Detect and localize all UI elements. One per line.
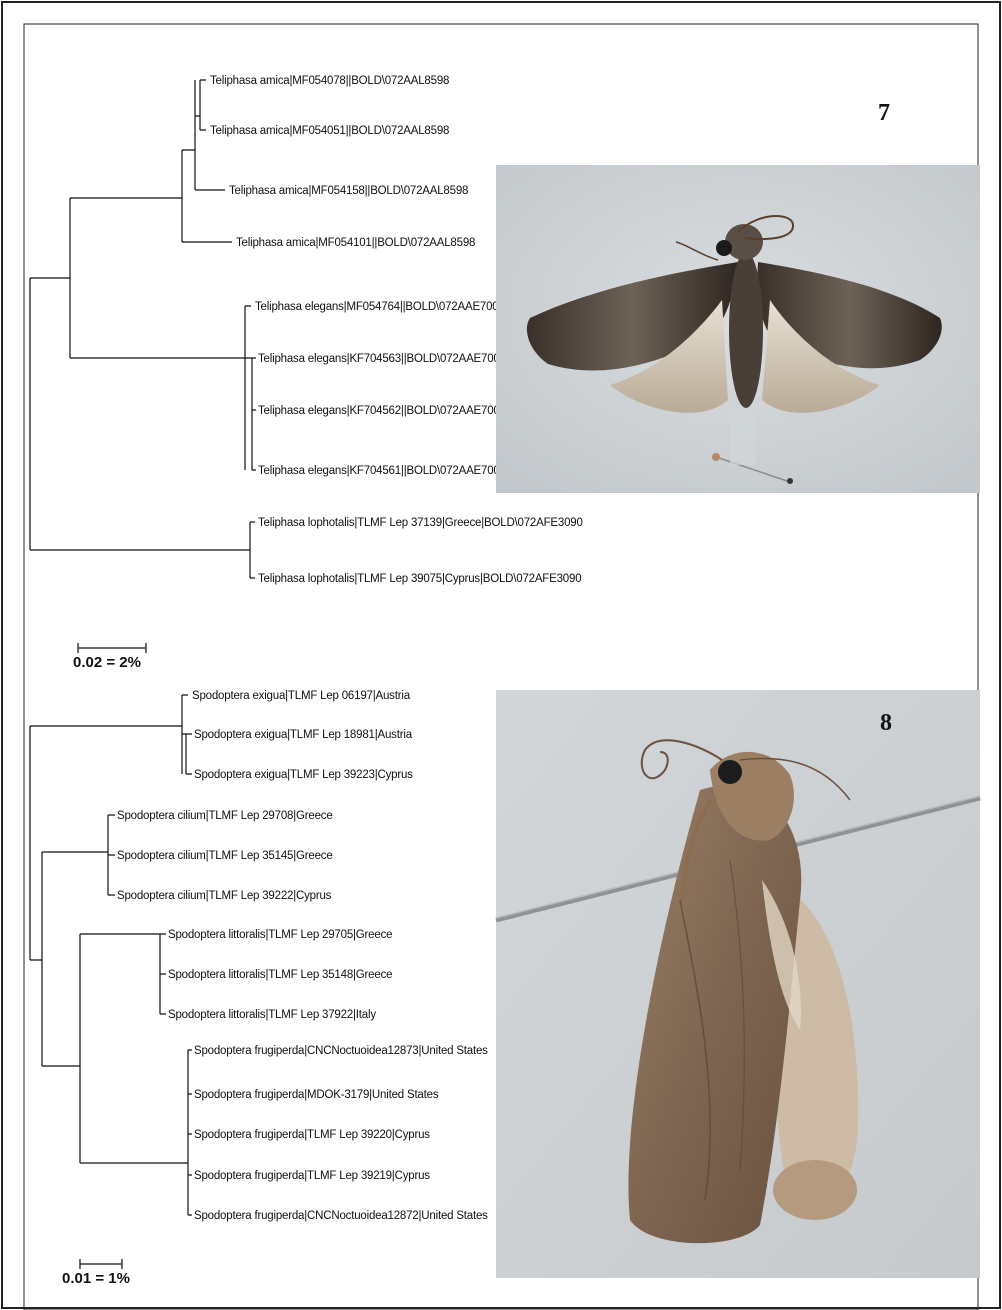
- leaf-label: Spodoptera frugiperda|TLMF Lep 39220|Cyp…: [194, 1129, 430, 1141]
- leaf-label: Teliphasa lophotalis|TLMF Lep 39075|Cypr…: [258, 573, 581, 585]
- tree-branches-7: [30, 80, 256, 578]
- leaf-label: Spodoptera littoralis|TLMF Lep 37922|Ita…: [168, 1009, 376, 1021]
- leaf-label: Spodoptera cilium|TLMF Lep 35145|Greece: [117, 850, 333, 862]
- leaf-label: Teliphasa lophotalis|TLMF Lep 37139|Gree…: [258, 517, 583, 529]
- leaf-label: Spodoptera cilium|TLMF Lep 29708|Greece: [117, 810, 333, 822]
- leaf-label: Teliphasa amica|MF054101||BOLD\072AAL859…: [236, 237, 475, 249]
- leaf-label: Teliphasa elegans|MF054764||BOLD\072AAE7…: [255, 301, 505, 313]
- leaf-label: Spodoptera frugiperda|CNCNoctuoidea12872…: [194, 1210, 488, 1222]
- scale-bar-label: 0.02 = 2%: [73, 654, 141, 671]
- leaf-label: Spodoptera exigua|TLMF Lep 18981|Austria: [194, 729, 413, 741]
- leaf-label: Spodoptera frugiperda|CNCNoctuoidea12873…: [194, 1045, 488, 1057]
- leaf-label: Teliphasa elegans|KF704561||BOLD\072AAE7…: [258, 465, 506, 477]
- leaf-label: Teliphasa amica|MF054078||BOLD\072AAL859…: [210, 75, 449, 87]
- scale-bar-label: 0.01 = 1%: [62, 1270, 130, 1287]
- moth-photo-8: 8: [496, 690, 980, 1278]
- panel-7: Teliphasa amica|MF054078||BOLD\072AAL859…: [30, 75, 980, 671]
- leaf-label: Teliphasa amica|MF054158||BOLD\072AAL859…: [229, 185, 468, 197]
- leaf-label: Teliphasa elegans|KF704562||BOLD\072AAE7…: [258, 405, 506, 417]
- phylogenetic-tree-8: Spodoptera exigua|TLMF Lep 06197|Austria…: [30, 690, 488, 1222]
- leaf-label: Spodoptera littoralis|TLMF Lep 35148|Gre…: [168, 969, 392, 981]
- leaf-label: Spodoptera exigua|TLMF Lep 39223|Cyprus: [194, 769, 413, 781]
- panel-8: Spodoptera exigua|TLMF Lep 06197|Austria…: [30, 690, 980, 1287]
- panel-number: 8: [880, 710, 892, 736]
- leaf-label: Teliphasa elegans|KF704563||BOLD\072AAE7…: [258, 353, 506, 365]
- moth-photo-7: 7: [496, 100, 980, 493]
- leaf-label: Spodoptera frugiperda|MDOK-3179|United S…: [194, 1089, 439, 1101]
- leaf-label: Spodoptera cilium|TLMF Lep 39222|Cyprus: [117, 890, 332, 902]
- tree-branches-8: [30, 695, 192, 1215]
- leaf-label: Spodoptera exigua|TLMF Lep 06197|Austria: [192, 690, 411, 702]
- panel-number: 7: [878, 100, 890, 126]
- scale-bar-8: 0.01 = 1%: [62, 1259, 130, 1287]
- leaf-label: Teliphasa amica|MF054051||BOLD\072AAL859…: [210, 125, 449, 137]
- leaf-label: Spodoptera littoralis|TLMF Lep 29705|Gre…: [168, 929, 392, 941]
- scale-bar-7: 0.02 = 2%: [73, 643, 146, 671]
- leaf-label: Spodoptera frugiperda|TLMF Lep 39219|Cyp…: [194, 1170, 430, 1182]
